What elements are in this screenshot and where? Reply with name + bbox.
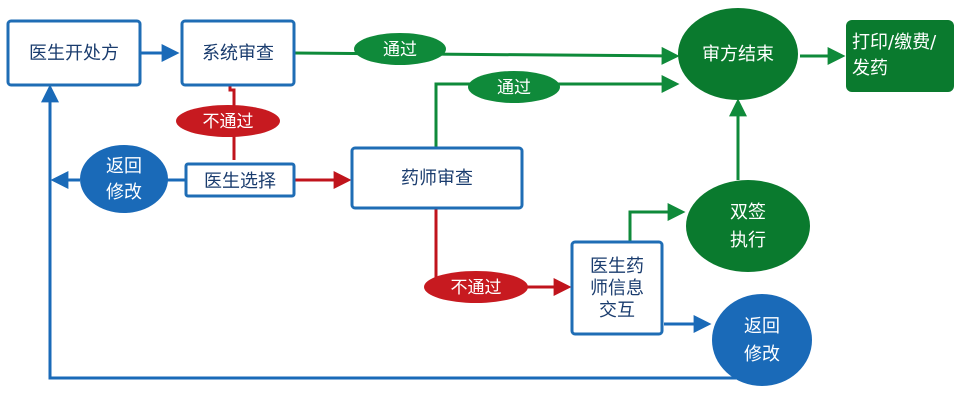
arrow-interact-to-double bbox=[628, 203, 686, 242]
node-doctor-choice-label: 医生选择 bbox=[204, 171, 276, 192]
node-print-pay-dispense: 打印/缴费/ 发药 bbox=[846, 20, 954, 92]
arrow-pharmacist-pass bbox=[434, 75, 680, 148]
node-print-line2: 发药 bbox=[852, 58, 888, 79]
node-return-modify-right: 返回 修改 bbox=[712, 294, 812, 386]
node-pharmacist-review-label: 药师审查 bbox=[401, 168, 473, 189]
node-return-right-line2: 修改 bbox=[744, 344, 780, 365]
label-pass-mid: 通过 bbox=[468, 71, 560, 103]
node-doctor-pharmacist-interact: 医生药 师信息 交互 bbox=[570, 240, 664, 336]
label-fail-left-text: 不通过 bbox=[203, 112, 254, 132]
label-pass-mid-text: 通过 bbox=[497, 78, 531, 98]
node-interact-line2: 师信息 bbox=[590, 278, 644, 299]
label-fail-bottom-text: 不通过 bbox=[451, 278, 502, 298]
label-fail-bottom: 不通过 bbox=[424, 271, 528, 303]
node-return-left-line1: 返回 bbox=[106, 156, 142, 177]
label-fail-left: 不通过 bbox=[176, 105, 280, 137]
node-doctor-prescribe: 医生开处方 bbox=[6, 19, 142, 87]
node-system-review-label: 系统审查 bbox=[202, 43, 274, 64]
node-doctor-choice: 医生选择 bbox=[184, 162, 296, 198]
node-return-left-line2: 修改 bbox=[106, 182, 142, 203]
node-return-right-line1: 返回 bbox=[744, 316, 780, 337]
node-return-modify-left: 返回 修改 bbox=[80, 145, 168, 213]
arrow-bottom-loop bbox=[41, 84, 736, 380]
node-double-sign: 双签 执行 bbox=[686, 180, 810, 272]
node-interact-line1: 医生药 bbox=[590, 256, 644, 277]
node-system-review: 系统审查 bbox=[180, 19, 296, 87]
node-double-sign-line2: 执行 bbox=[730, 230, 766, 251]
node-doctor-prescribe-label: 医生开处方 bbox=[29, 43, 119, 64]
node-pharmacist-review: 药师审查 bbox=[350, 146, 524, 210]
node-print-line1: 打印/缴费/ bbox=[852, 32, 937, 53]
arrow-system-pass bbox=[293, 46, 680, 65]
node-review-end: 审方结束 bbox=[678, 8, 798, 100]
label-pass-top: 通过 bbox=[354, 33, 446, 65]
node-review-end-label: 审方结束 bbox=[702, 44, 774, 65]
node-double-sign-line1: 双签 bbox=[730, 202, 766, 223]
label-pass-top-text: 通过 bbox=[383, 40, 417, 60]
node-interact-line3: 交互 bbox=[599, 300, 635, 321]
